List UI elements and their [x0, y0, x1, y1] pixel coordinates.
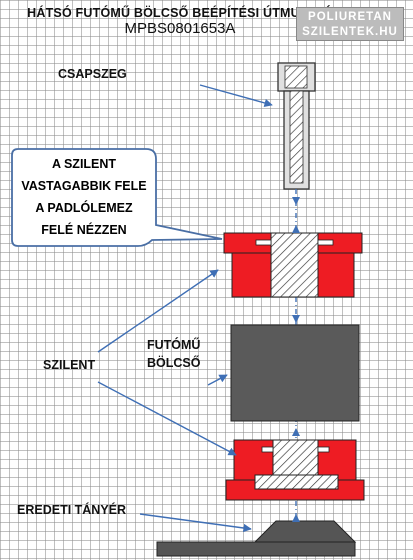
label-eredeti-tanyer: EREDETI TÁNYÉR	[17, 503, 127, 517]
plate-dome	[253, 520, 357, 543]
callout-bubble	[11, 148, 223, 247]
label-szilent: SZILENT	[43, 358, 96, 372]
part-number: MPBS0801653A	[124, 20, 236, 37]
assembly-arrow-2	[292, 225, 300, 233]
bolt	[277, 62, 316, 190]
connector-arrows	[97, 84, 300, 533]
szilent-arrow-upper	[97, 269, 219, 353]
eredeti-arrow	[139, 513, 252, 533]
page-title: HÁTSÓ FUTÓMŰ BÖLCSŐ BEÉPÍTÉSI ÚTMUTATÓ	[27, 6, 333, 20]
csapszeg-arrow	[199, 84, 273, 108]
upper-bushing	[223, 232, 363, 298]
upper-bushing-core	[270, 232, 319, 298]
callout-text: A SZILENT VASTAGABBIK FELE A PADLÓLEMEZ …	[12, 153, 156, 241]
futomu-arrow	[207, 374, 228, 386]
lower-bushing-groove-right	[317, 446, 330, 453]
upper-bushing-groove-right	[317, 239, 334, 246]
watermark-line-1: POLIURETAN	[308, 11, 392, 23]
assembly-arrow-1	[292, 197, 300, 205]
lower-bushing-washer	[254, 474, 339, 490]
callout-line-1: A SZILENT	[51, 157, 117, 171]
bolt-shank-hatch	[289, 90, 304, 184]
callout-line-3: A PADLÓLEMEZ	[35, 201, 133, 215]
assembly-arrow-4	[292, 428, 300, 436]
label-futomu: FUTÓMŰ	[147, 338, 201, 352]
upper-bushing-groove-left	[255, 239, 272, 246]
assembly-arrow-3	[292, 315, 300, 323]
plate-base	[156, 541, 356, 557]
lower-bushing-groove-left	[261, 446, 274, 453]
lower-bushing-core	[272, 439, 319, 476]
lower-bushing	[225, 439, 365, 501]
callout-line-4: FELÉ NÉZZEN	[41, 223, 127, 237]
bolt-head-hatch	[284, 65, 308, 89]
assembly-arrow-5	[292, 514, 300, 522]
szilent-arrow-lower	[97, 381, 237, 456]
subframe-block	[230, 324, 360, 422]
label-bolcso: BÖLCSŐ	[147, 356, 201, 370]
watermark-logo: POLIURETAN SZILENTEK.HU	[296, 7, 404, 41]
watermark-line-2: SZILENTEK.HU	[302, 26, 398, 38]
callout-line-2: VASTAGABBIK FELE	[21, 179, 147, 193]
original-plate	[156, 520, 357, 557]
label-csapszeg: CSAPSZEG	[58, 67, 127, 81]
